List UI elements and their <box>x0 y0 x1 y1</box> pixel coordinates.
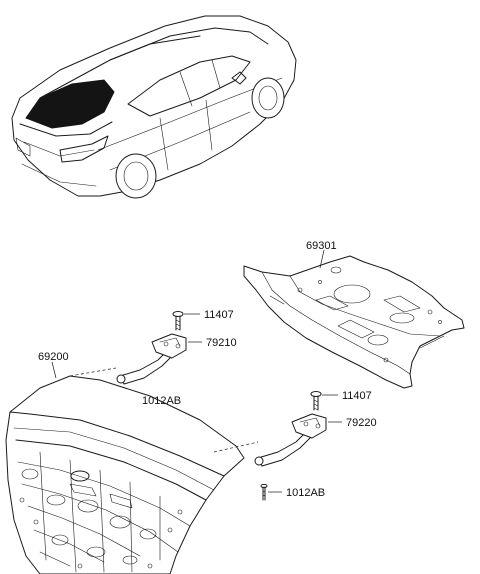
trunk-lid <box>5 375 245 574</box>
bolt-right <box>310 391 322 411</box>
package-tray-panel <box>243 255 465 389</box>
reference-line-left <box>69 367 117 377</box>
label-69301: 69301 <box>306 240 337 252</box>
label-1012AB-right: 1012AB <box>286 487 325 499</box>
reference-line-right <box>213 441 259 453</box>
bolt-left <box>172 311 184 331</box>
hinge-left <box>116 333 187 385</box>
leader-69301 <box>319 249 325 269</box>
screw-right <box>260 483 268 501</box>
label-1012AB-left: 1012AB <box>142 395 181 407</box>
label-11407-right: 11407 <box>342 390 372 402</box>
hinge-right <box>254 413 327 467</box>
leader-69200 <box>51 361 57 379</box>
label-11407-left: 11407 <box>204 309 234 321</box>
vehicle-overview <box>11 15 297 199</box>
label-69200: 69200 <box>38 351 69 363</box>
label-79220: 79220 <box>346 417 377 429</box>
label-79210: 79210 <box>206 337 237 349</box>
